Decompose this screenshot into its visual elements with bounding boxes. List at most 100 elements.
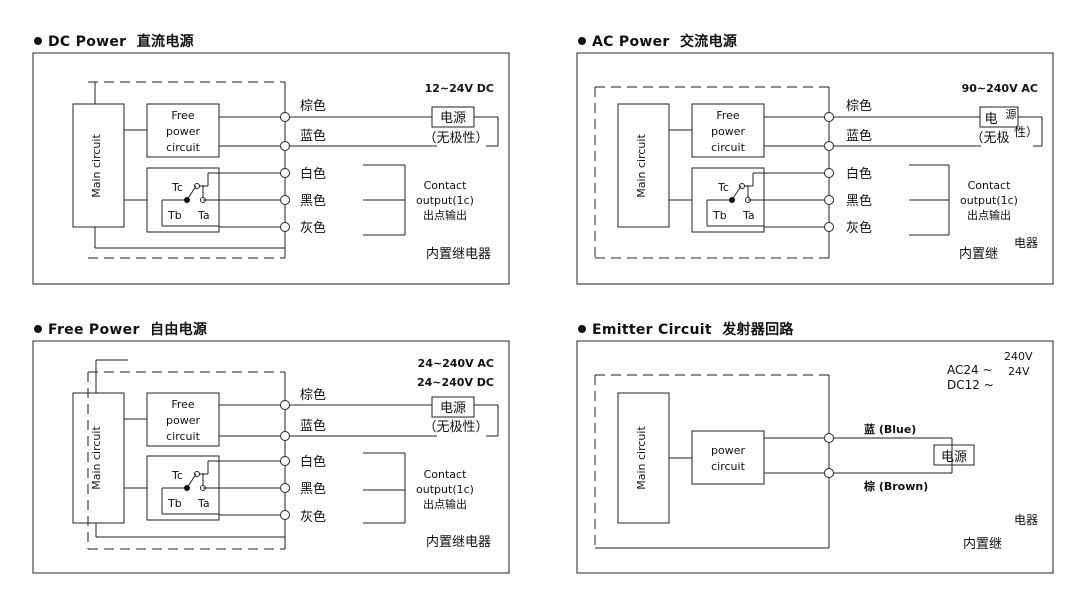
panel-dc-power: Main circuit Free power circuit Tc Tb Ta…	[0, 0, 540, 300]
title-en: Emitter Circuit	[592, 322, 712, 338]
supply-label: 90~240V AC	[962, 82, 1038, 95]
terminal-brown	[280, 112, 290, 122]
tc-label: Tc	[717, 181, 729, 194]
wire-gray-label: 灰色	[846, 220, 872, 236]
non-polar-label: （无极性）	[423, 131, 488, 146]
title-emitter-circuit: Emitter Circuit 发射器回路	[578, 319, 794, 339]
relay-label: 内置继电器	[426, 534, 491, 550]
ta-label: Ta	[197, 209, 210, 222]
wire-gray-label: 灰色	[300, 220, 326, 236]
power-source-label: 源	[1006, 107, 1017, 121]
non-polar-label: （无极性）	[423, 420, 488, 435]
relay-label: 内置继	[959, 246, 998, 262]
supply-dc-label: 24~240V DC	[417, 376, 494, 389]
tb-label: Tb	[167, 209, 182, 222]
terminal-black	[280, 195, 290, 205]
power-circuit-box	[691, 430, 765, 485]
terminal-gray	[280, 222, 290, 232]
diagram-dc: Main circuit Free power circuit Tc Tb Ta…	[32, 52, 510, 285]
contact-label: Contact	[424, 468, 467, 481]
terminal-white	[824, 168, 834, 178]
relay-label: 电器	[1014, 236, 1038, 250]
power-source-label: 电源	[941, 450, 967, 465]
diagram-emitter: Main circuit power circuit 蓝 (Blue) 棕 (B…	[576, 340, 1054, 574]
free-power-label: Free	[171, 109, 195, 122]
title-cn: 交流电源	[679, 34, 738, 50]
contact-label: output(1c)	[960, 194, 1018, 207]
wire-brown-label: 棕 (Brown)	[863, 479, 928, 493]
terminal-blue	[280, 431, 290, 441]
relay-label: 内置继电器	[426, 246, 491, 262]
tc-label: Tc	[171, 181, 183, 194]
terminal-brown	[824, 468, 834, 478]
contact-label: Contact	[968, 179, 1011, 192]
ta-label: Ta	[742, 209, 755, 222]
power-circuit-label: power	[711, 444, 745, 457]
title-en: DC Power	[48, 34, 127, 50]
panel-free-power: Main circuit Free power circuit Tc Tb Ta…	[0, 288, 540, 588]
panel-ac-power: Main circuit Free power circuit Tc Tb Ta…	[544, 0, 1080, 300]
contact-label: Contact	[424, 179, 467, 192]
title-dc-power: DC Power 直流电源	[34, 31, 194, 51]
tc-label: Tc	[171, 469, 183, 482]
main-circuit-box	[72, 392, 125, 524]
supply-24v-label: 24V	[1008, 365, 1030, 378]
terminal-blue	[824, 141, 834, 151]
free-power-label: circuit	[166, 141, 200, 154]
bullet-icon	[34, 325, 42, 333]
terminal-brown	[280, 400, 290, 410]
main-circuit-box	[72, 103, 125, 228]
wire-blue-label: 蓝色	[300, 128, 326, 144]
main-circuit-label: Main circuit	[90, 426, 103, 490]
free-power-label: power	[166, 414, 200, 427]
contact-label: 出点输出	[423, 497, 467, 511]
free-power-label: power	[711, 125, 745, 138]
contact-label: output(1c)	[416, 483, 474, 496]
wire-blue-label: 蓝色	[300, 418, 326, 434]
supply-dc-label: DC12 ~	[947, 378, 994, 392]
supply-ac-label: 24~240V AC	[418, 357, 494, 370]
bullet-icon	[34, 37, 42, 45]
title-cn: 自由电源	[150, 322, 208, 338]
relay-label: 电器	[1014, 513, 1038, 527]
power-circuit-label: circuit	[711, 460, 745, 473]
power-source-label: 电源	[440, 111, 466, 126]
terminal-blue	[824, 433, 834, 443]
ta-label: Ta	[197, 497, 210, 510]
contact-label: 出点输出	[967, 208, 1011, 222]
panel-frame	[32, 52, 510, 285]
bullet-icon	[578, 37, 586, 45]
relay-label: 内置继	[963, 536, 1002, 552]
main-circuit-label: Main circuit	[635, 426, 648, 490]
diagram-ac: Main circuit Free power circuit Tc Tb Ta…	[576, 52, 1054, 285]
terminal-gray	[280, 510, 290, 520]
terminal-white	[280, 168, 290, 178]
non-polar-label: 性）	[1014, 125, 1038, 139]
title-cn: 直流电源	[136, 34, 194, 50]
title-en: AC Power	[592, 34, 670, 50]
terminal-black	[280, 483, 290, 493]
bullet-icon	[578, 325, 586, 333]
tb-label: Tb	[712, 209, 727, 222]
contact-label: output(1c)	[416, 194, 474, 207]
panel-frame	[576, 52, 1054, 285]
wire-white-label: 白色	[846, 166, 872, 182]
wire-gray-label: 灰色	[300, 509, 326, 525]
terminal-black	[824, 195, 834, 205]
title-free-power: Free Power 自由电源	[34, 319, 207, 339]
wire-black-label: 黑色	[300, 481, 326, 497]
free-power-label: Free	[171, 398, 195, 411]
main-circuit-box	[617, 103, 670, 228]
non-polar-label: （无极	[970, 131, 1009, 146]
supply-label: 12~24V DC	[425, 82, 494, 95]
terminal-blue	[280, 141, 290, 151]
wire-brown-label: 棕色	[300, 387, 326, 403]
terminal-white	[280, 456, 290, 466]
tb-label: Tb	[167, 497, 182, 510]
wire-black-label: 黑色	[846, 193, 872, 209]
terminal-brown	[824, 112, 834, 122]
diagram-free: Main circuit Free power circuit Tc Tb Ta…	[32, 340, 510, 574]
free-power-label: power	[166, 125, 200, 138]
power-source-box	[933, 444, 975, 466]
power-source-box	[431, 396, 475, 418]
